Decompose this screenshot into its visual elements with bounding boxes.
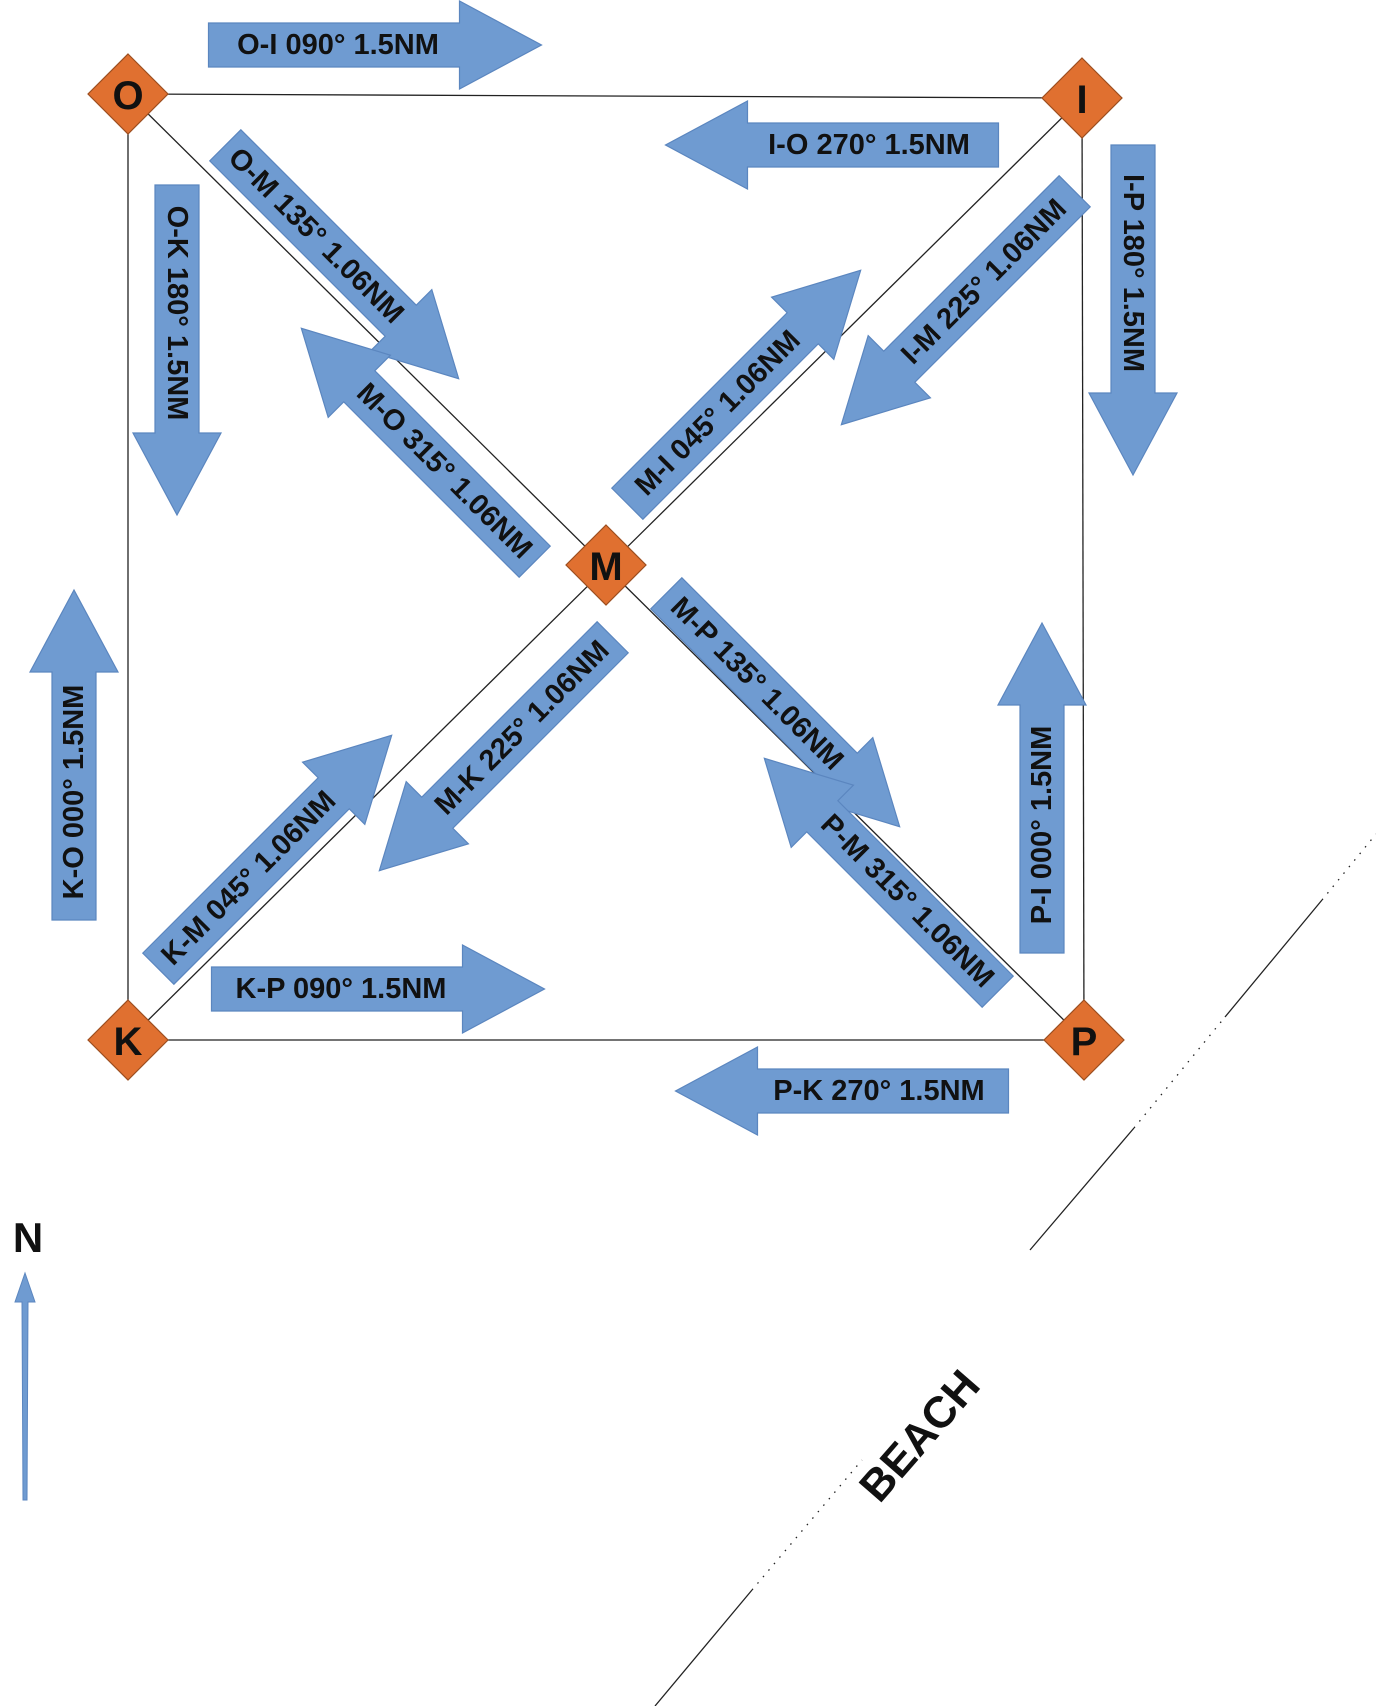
mark-diamond-icon xyxy=(87,999,169,1081)
arrow-shape-o-k xyxy=(131,184,223,517)
course-marks: O I M K P xyxy=(87,53,1125,1081)
line-i-p xyxy=(1081,97,1085,1041)
mark-diamond-icon xyxy=(565,524,647,606)
mark-i: I xyxy=(1041,57,1123,139)
mark-m: M xyxy=(565,524,647,606)
leg-arrow-m-k: M-K 225° 1.06NM xyxy=(378,620,630,872)
shoreline-segment xyxy=(1029,1127,1135,1251)
arrow-label-p-k: P-K 270° 1.5NM xyxy=(773,1075,984,1107)
arrow-label-o-i: O-I 090° 1.5NM xyxy=(237,29,439,61)
arrow-label-k-o: K-O 000° 1.5NM xyxy=(58,685,90,900)
shoreline-dotted-segment xyxy=(1321,833,1376,901)
arrow-shape-i-o xyxy=(664,99,1000,191)
arrow-label-o-k: O-K 180° 1.5NM xyxy=(161,206,193,421)
leg-arrow-o-i: O-I 090° 1.5NM xyxy=(207,0,543,91)
shoreline-segment xyxy=(1224,899,1323,1018)
arrow-shape-m-i xyxy=(610,269,862,521)
leg-arrow-i-p: I-P 180° 1.5NM xyxy=(1087,144,1179,477)
arrow-label-m-k: M-K 225° 1.06NM xyxy=(429,634,616,821)
north-arrow-icon xyxy=(14,1271,36,1501)
arrow-label-p-m: P-M 315° 1.06NM xyxy=(814,808,1000,994)
leg-arrow-m-i: M-I 045° 1.06NM xyxy=(610,269,862,521)
leg-arrow-k-m: K-M 045° 1.06NM xyxy=(141,734,393,986)
leg-arrow-i-m: I-M 225° 1.06NM xyxy=(840,174,1092,426)
mark-o: O xyxy=(87,53,169,135)
mark-label-p: P xyxy=(1071,1020,1098,1064)
north-label: N xyxy=(13,1214,43,1261)
arrow-shape-m-o xyxy=(300,327,552,579)
mark-k: K xyxy=(87,999,169,1081)
arrow-shape-k-o xyxy=(28,588,120,921)
mark-label-m: M xyxy=(589,545,622,589)
leg-arrow-o-k: O-K 180° 1.5NM xyxy=(131,184,223,517)
leg-arrow-k-o: K-O 000° 1.5NM xyxy=(28,588,120,921)
mark-p: P xyxy=(1043,999,1125,1081)
mark-label-o: O xyxy=(112,74,143,118)
arrow-label-k-m: K-M 045° 1.06NM xyxy=(155,785,342,972)
arrow-label-m-p: M-P 135° 1.06NM xyxy=(664,591,849,776)
beach-label: BEACH xyxy=(850,1361,990,1511)
arrow-shape-k-p xyxy=(210,943,546,1035)
arrow-label-i-o: I-O 270° 1.5NM xyxy=(768,129,970,161)
mark-diamond-icon xyxy=(1041,57,1123,139)
leg-arrow-k-p: K-P 090° 1.5NM xyxy=(210,943,546,1035)
arrow-label-i-m: I-M 225° 1.06NM xyxy=(895,193,1073,371)
north-indicator: N xyxy=(13,1214,43,1501)
mark-diamond-icon xyxy=(87,53,169,135)
arrow-label-o-m: O-M 135° 1.06NM xyxy=(222,142,410,330)
arrow-label-k-p: K-P 090° 1.5NM xyxy=(236,973,447,1005)
leg-arrow-i-o: I-O 270° 1.5NM xyxy=(664,99,1000,191)
arrow-shape-p-k xyxy=(674,1045,1010,1137)
beach-shoreline xyxy=(654,833,1376,1706)
arrow-shape-p-i xyxy=(996,621,1088,954)
leg-arrow-p-k: P-K 270° 1.5NM xyxy=(674,1045,1010,1137)
mark-diamond-icon xyxy=(1043,999,1125,1081)
arrow-label-i-p: I-P 180° 1.5NM xyxy=(1117,174,1149,372)
shoreline-dotted-segment xyxy=(751,1459,863,1591)
mark-label-k: K xyxy=(114,1020,143,1064)
shoreline-segment xyxy=(654,1589,753,1706)
arrow-label-p-i: P-I 000° 1.5NM xyxy=(1026,726,1058,925)
mark-label-i: I xyxy=(1076,78,1087,122)
arrow-shape-p-m xyxy=(763,757,1015,1009)
arrow-shape-i-m xyxy=(840,174,1092,426)
arrow-label-m-i: M-I 045° 1.06NM xyxy=(629,324,807,502)
shoreline-dotted-segment xyxy=(1133,1016,1226,1129)
leg-arrow-p-i: P-I 000° 1.5NM xyxy=(996,621,1088,954)
arrow-shape-o-i xyxy=(207,0,543,91)
arrow-shape-k-m xyxy=(141,734,393,986)
arrow-shape-m-k xyxy=(378,620,630,872)
arrow-shape-o-m xyxy=(208,128,460,380)
line-o-i xyxy=(127,93,1083,99)
arrow-shape-m-p xyxy=(649,576,901,828)
arrow-shape-i-p xyxy=(1087,144,1179,477)
